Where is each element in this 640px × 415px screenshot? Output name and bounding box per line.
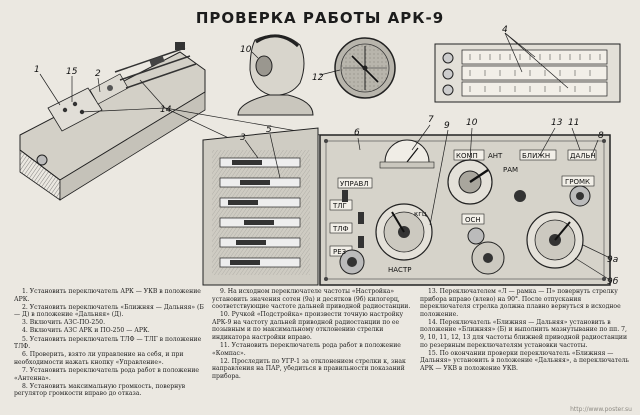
callout-11: 11 xyxy=(568,118,579,128)
callout-numbers: 1 15 2 14 10 12 4 3 5 6 7 8 9 10 13 11 9… xyxy=(34,25,619,287)
label-gromk: ГРОМК xyxy=(565,178,590,186)
callout-15: 15 xyxy=(66,67,78,77)
callout-10-panel: 10 xyxy=(466,118,478,128)
callout-9: 9 xyxy=(444,121,450,131)
source-watermark: http://www.poster.su xyxy=(570,406,632,413)
callout-6: 6 xyxy=(354,128,360,138)
callout-3: 3 xyxy=(240,133,246,143)
label-ram: РАМ xyxy=(503,166,518,174)
instruction-step: 4. Включить АЗС АРК и ПО-250 — АРК. xyxy=(22,327,150,335)
label-tlg: ТЛГ xyxy=(332,202,347,210)
instruction-step: 15. По окончании проверки переключатель … xyxy=(420,349,629,372)
instructions-right-column: 13. Переключателем «Л — рамка — П» повер… xyxy=(420,288,630,373)
ark9-control-panel xyxy=(319,124,611,286)
pilot-illustration xyxy=(237,34,314,116)
callout-9a: 9а xyxy=(607,255,618,265)
instruction-step: 5. Установить переключатель ТЛФ — ТЛГ в … xyxy=(14,335,202,351)
callout-8: 8 xyxy=(598,131,604,141)
callout-14: 14 xyxy=(160,105,172,115)
frequency-scale-panel xyxy=(434,32,621,103)
instruction-step: 13. Переключателем «Л — рамка — П» повер… xyxy=(420,288,621,318)
instruction-step: 8. Установить максимальную громкость, по… xyxy=(14,382,186,398)
label-komp: КОМП xyxy=(456,152,478,160)
instruction-step: 11. Установить переключатель рода работ … xyxy=(212,342,401,357)
label-khz: кгц xyxy=(414,210,427,218)
callout-12: 12 xyxy=(312,73,324,83)
instruction-step: 3. Включить АЗС-ПО-250. xyxy=(22,319,106,327)
instruction-step: 6. Проверить, взято ли управление на себ… xyxy=(14,351,184,366)
label-ant: АНТ xyxy=(488,152,503,160)
callout-13: 13 xyxy=(551,118,563,128)
instruction-step: 12. Проследить по УГР-1 за отклонением с… xyxy=(212,357,406,381)
callout-2: 2 xyxy=(95,69,101,79)
callout-1: 1 xyxy=(34,65,40,75)
label-nastr: НАСТР xyxy=(388,266,411,274)
cockpit-console xyxy=(19,42,321,201)
page-title: ПРОВЕРКА РАБОТЫ АРК-9 xyxy=(195,9,445,27)
instruction-step: 1. Установить переключатель АРК — УКВ в … xyxy=(14,288,201,303)
instruction-step: 9. На исходном переключателе частоты «На… xyxy=(212,288,411,311)
label-blizhn: БЛИЖН xyxy=(522,152,550,160)
switch-box xyxy=(202,127,319,286)
instructions-middle-column: 9. На исходном переключателе частоты «На… xyxy=(212,288,412,381)
label-tlf: ТЛФ xyxy=(332,225,349,233)
callout-7: 7 xyxy=(428,115,434,125)
instruction-step: 7. Установить переключатель рода работ в… xyxy=(14,366,199,382)
label-dalnyaya: ДАЛЬН xyxy=(570,152,596,160)
label-osn: ОСН xyxy=(465,216,481,224)
callout-4: 4 xyxy=(502,25,508,35)
instructions-left-column: 1. Установить переключатель АРК — УКВ в … xyxy=(14,288,204,398)
instruction-step: 14. Переключатель «Ближняя — Дальняя» ус… xyxy=(420,318,628,349)
label-upravl: УПРАВЛ xyxy=(340,180,369,188)
label-res: РЕЗ xyxy=(333,248,347,256)
callout-9b: 9б xyxy=(607,277,619,287)
panel-labels: УПРАВЛ ТЛГ ТЛФ РЕЗ ОСН КОМП АНТ РАМ БЛИЖ… xyxy=(332,152,596,274)
radio-compass-indicator xyxy=(319,37,396,99)
instruction-step: 10. Ручкой «Подстройка» произвести точну… xyxy=(212,311,404,342)
callout-10-pilot: 10 xyxy=(240,45,252,55)
instruction-step: 2. Установить переключатель «Ближняя — Д… xyxy=(14,303,204,319)
callout-5: 5 xyxy=(266,125,272,135)
